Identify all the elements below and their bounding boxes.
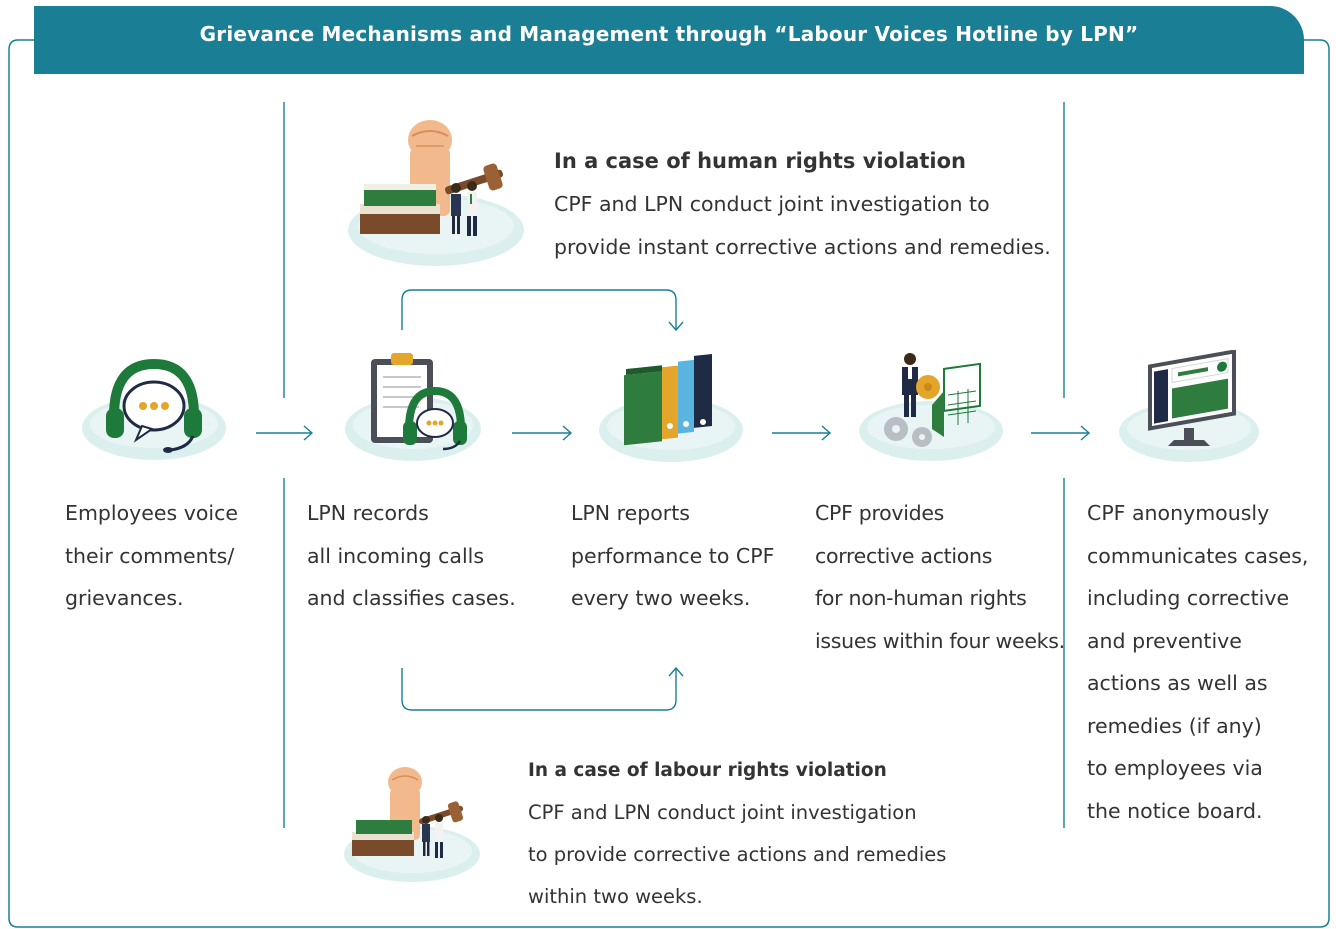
clipboard-headset-icon [345, 353, 481, 461]
arrow-top-loop [401, 289, 684, 332]
step-line: LPN records [307, 501, 429, 525]
step-line: actions as well as [1087, 671, 1268, 695]
step-line: for non-human rights [815, 586, 1027, 610]
step-line: remedies (if any) [1087, 713, 1262, 738]
businessman-gears-calendar-icon [859, 353, 1003, 461]
human-rights-case: In a case of human rights violation CPF … [554, 140, 1051, 269]
step-lpn-reports: LPN reports performance to CPF every two… [571, 492, 774, 620]
human-rights-justice-icon [348, 120, 524, 266]
step-line: CPF anonymously [1087, 501, 1270, 525]
step-line: corrective actions [815, 543, 993, 568]
arrow-step4-to-step5 [1031, 425, 1091, 441]
labour-rights-justice-icon [344, 767, 480, 882]
human-rights-case-title: In a case of human rights violation [554, 149, 967, 173]
case-line: within two weeks. [528, 885, 703, 908]
step-line: LPN reports [571, 501, 690, 525]
headset-chat-icon [82, 358, 226, 460]
step-line: grievances. [65, 586, 184, 610]
arrow-step1-to-step2 [256, 425, 314, 441]
step-line: all incoming calls [307, 543, 485, 568]
arrow-bottom-loop [401, 666, 684, 711]
case-line: provide instant corrective actions and r… [554, 235, 1051, 259]
labour-rights-case: In a case of labour rights violation CPF… [528, 750, 946, 918]
case-line: to provide corrective actions and remedi… [528, 843, 947, 866]
step-cpf-corrective-actions: CPF provides corrective actions for non-… [815, 492, 1065, 662]
step-employees-voice: Employees voice their comments/ grievanc… [65, 492, 238, 620]
arrow-step2-to-step3 [512, 425, 573, 441]
step-line: and preventive [1087, 628, 1242, 653]
step-line: to employees via [1087, 756, 1263, 780]
case-line: CPF and LPN conduct joint investigation [528, 801, 917, 824]
case-line: CPF and LPN conduct joint investigation … [554, 192, 990, 216]
step-line: including corrective [1087, 586, 1290, 610]
step-line: performance to CPF [571, 543, 775, 568]
arrow-step3-to-step4 [772, 425, 832, 441]
labour-rights-case-title: In a case of labour rights violation [528, 760, 887, 781]
step-line: Employees voice [65, 501, 238, 525]
title-banner: Grievance Mechanisms and Management thro… [34, 6, 1304, 74]
step-line: issues within four weeks. [815, 628, 1065, 653]
binders-icon [599, 354, 743, 462]
step-line: CPF provides [815, 501, 945, 525]
step-lpn-records: LPN records all incoming calls and class… [307, 492, 516, 620]
step-line: communicates cases, [1087, 543, 1309, 568]
monitor-notice-board-icon [1119, 350, 1259, 462]
step-line: every two weeks. [571, 586, 751, 610]
diagram-title: Grievance Mechanisms and Management thro… [199, 22, 1139, 46]
step-line: and classifies cases. [307, 586, 516, 610]
step-line: the notice board. [1087, 798, 1263, 823]
step-line: their comments/ [65, 543, 235, 568]
step-cpf-communicates: CPF anonymously communicates cases, incl… [1087, 492, 1308, 832]
